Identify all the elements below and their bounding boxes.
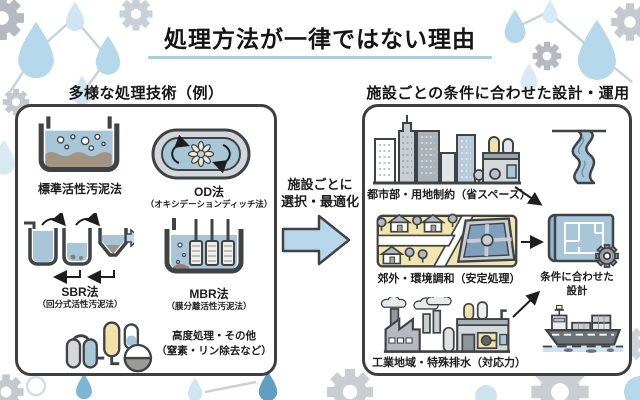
connector-arrows xyxy=(512,186,544,318)
membrane-bioreactor-icon xyxy=(164,218,244,274)
house-icons xyxy=(378,213,446,265)
method-label: MBR法 xyxy=(189,287,229,301)
method-label: SBR法 xyxy=(61,285,99,299)
river-icon xyxy=(552,129,606,185)
tree-icons xyxy=(376,213,458,263)
design-label-line1: 条件に合わせた xyxy=(540,271,614,283)
condition-label-suburb: 郊外・環境調和（安定処理） xyxy=(377,273,521,285)
right-section-header: 施設ごとの条件に合わせた設計・運用 xyxy=(366,85,630,102)
method-label: OD法 xyxy=(193,185,224,199)
factory-icon xyxy=(380,297,511,353)
design-label: 条件に合わせた 設計 xyxy=(525,270,629,298)
facility-conditions-panel: 都市部・用地制約（省スペース） xyxy=(362,104,632,376)
treatment-technologies-panel: 標準活性汚泥法 OD法 （オキシデーションディッチ法） xyxy=(15,104,277,376)
advanced-treatment-line1: 高度処理・その他 xyxy=(172,330,256,342)
advanced-treatment-line2: （窒素・リン除去など） xyxy=(156,344,272,357)
blueprint-gear-icon xyxy=(547,213,619,268)
center-caption-line1: 施設ごとに xyxy=(287,177,353,192)
design-label-line2: 設計 xyxy=(566,285,588,298)
sequencing-batch-reactor-icon xyxy=(24,213,134,284)
condition-label-industrial: 工業地域・特殊排水（対応力） xyxy=(372,357,526,369)
cargo-ship-icon xyxy=(542,304,624,353)
method-sublabel: （回分式活性汚泥法） xyxy=(37,299,123,309)
advanced-treatment-label: 高度処理・その他 （窒素・リン除去など） xyxy=(156,329,272,358)
aeration-tank-icon xyxy=(38,116,120,173)
left-section-header: 多様な処理技術（例） xyxy=(68,85,224,102)
method-label: 標準活性汚泥法 xyxy=(37,182,122,196)
center-caption: 施設ごとに 選択・最適化 xyxy=(274,177,366,211)
method-sublabel: （膜分離活性汚泥法） xyxy=(166,301,252,311)
method-sublabel: （オキシデーションディッチ法） xyxy=(145,199,273,209)
condition-label-urban: 都市部・用地制約（省スペース） xyxy=(367,189,531,201)
page-title: 処理方法が一律ではない理由 xyxy=(164,26,476,52)
title-underline xyxy=(148,56,492,59)
big-right-arrow xyxy=(281,214,351,266)
center-caption-line2: 選択・最適化 xyxy=(280,193,359,209)
oxidation-ditch-icon xyxy=(151,128,251,180)
suburb-icon xyxy=(376,213,518,268)
city-icon xyxy=(373,115,521,185)
advanced-treatment-icon xyxy=(65,321,153,373)
